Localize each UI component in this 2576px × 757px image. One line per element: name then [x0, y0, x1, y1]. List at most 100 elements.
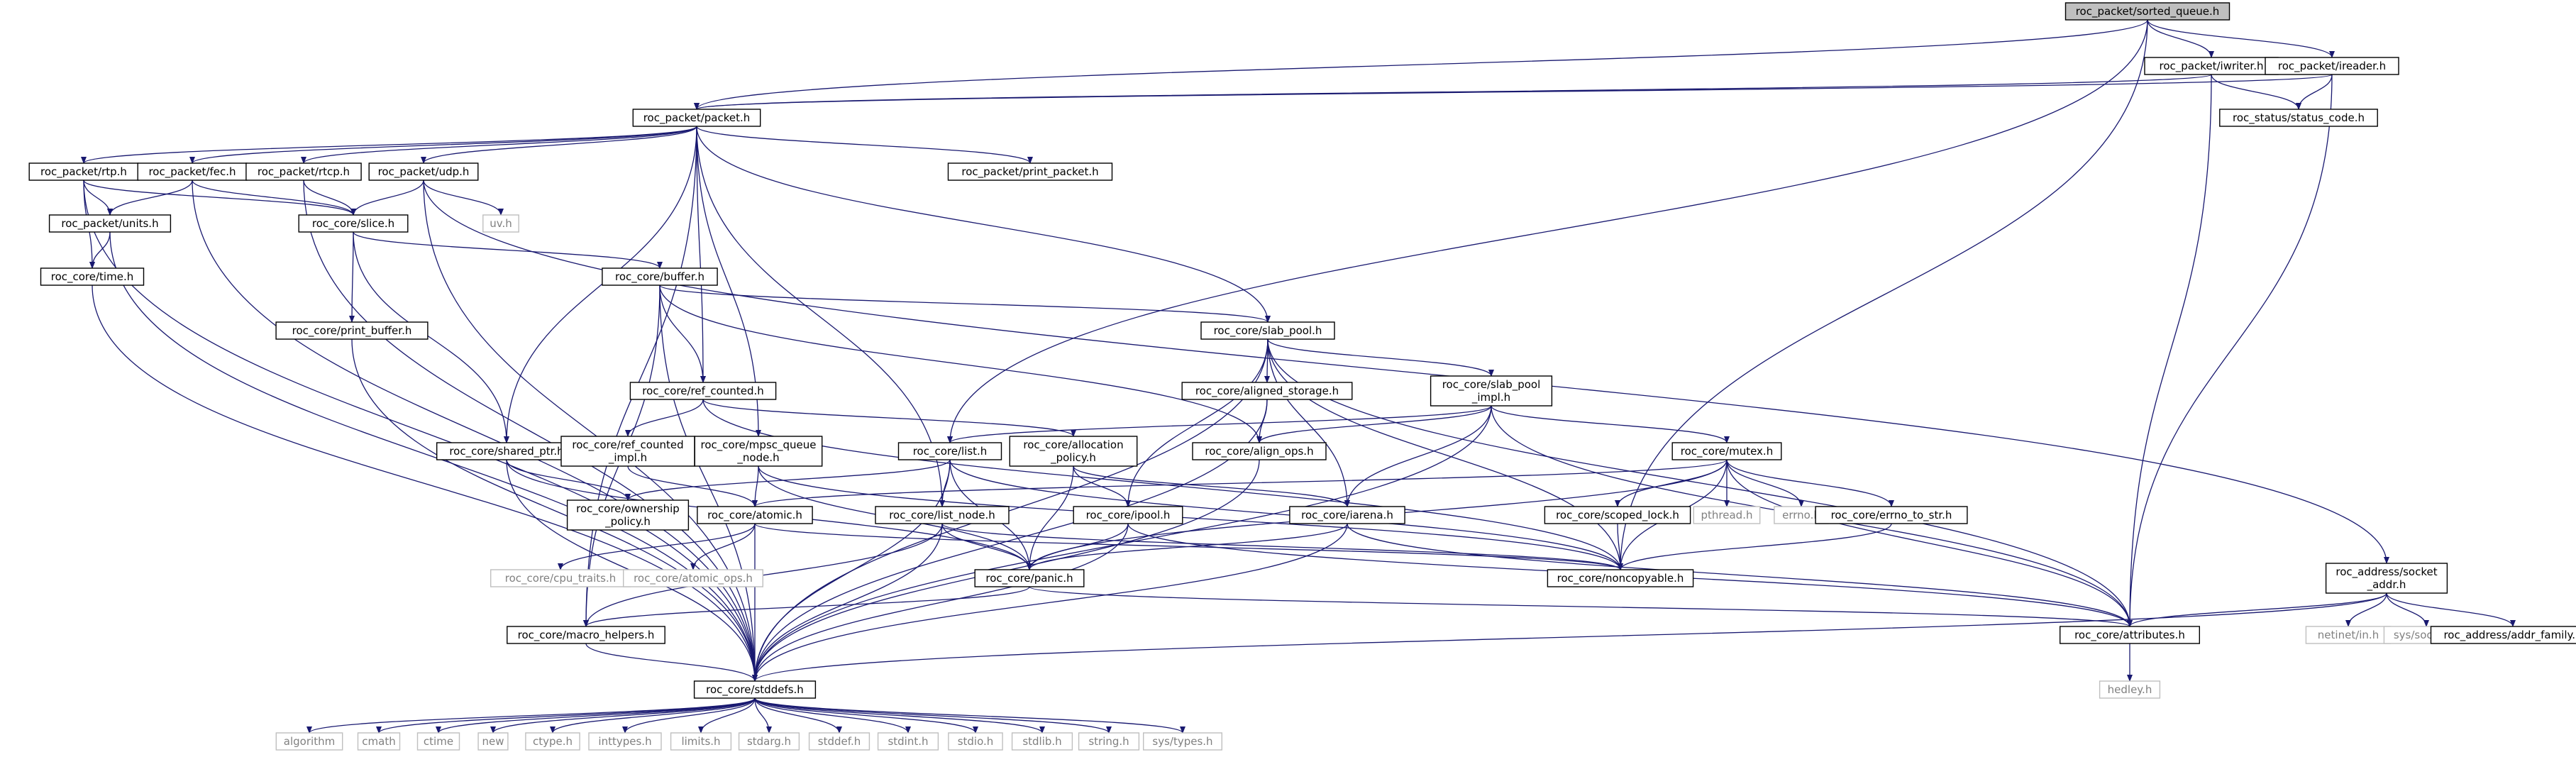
node-print-packet[interactable]: roc_packet/print_packet.h	[947, 162, 1113, 181]
node-pthread[interactable]: pthread.h	[1693, 506, 1761, 524]
node-buffer[interactable]: roc_core/buffer.h	[602, 267, 718, 286]
edge-udp-to-socket-addr	[423, 179, 2389, 564]
node-stdlib[interactable]: stdlib.h	[1011, 732, 1073, 751]
node-ownership-policy[interactable]: roc_core/ownership_policy.h	[566, 499, 690, 531]
node-label: stddef.h	[818, 735, 861, 748]
edge-slice-to-print-buffer	[349, 231, 355, 323]
edge-line	[301, 126, 697, 164]
edge-udp-to-uv	[423, 179, 504, 216]
edge-line	[625, 399, 704, 437]
edge-line	[1726, 459, 2133, 627]
node-limits[interactable]: limits.h	[670, 732, 732, 751]
node-ref-counted-impl[interactable]: roc_core/ref_counted_impl.h	[560, 436, 695, 467]
node-addr-family[interactable]: roc_address/addr_family.h	[2430, 626, 2576, 644]
node-slice[interactable]: roc_core/slice.h	[298, 214, 409, 233]
edge-slab-pool-impl-to-mutex	[1491, 405, 1730, 443]
node-mutex[interactable]: roc_core/mutex.h	[1671, 442, 1782, 460]
node-box	[623, 569, 764, 587]
node-cmath[interactable]: cmath	[357, 732, 401, 751]
node-allocation-policy[interactable]: roc_core/allocation_policy.h	[1009, 436, 1138, 467]
node-cpu-traits[interactable]: roc_core/cpu_traits.h	[490, 569, 631, 587]
node-errno-to-str[interactable]: roc_core/errno_to_str.h	[1815, 506, 1968, 524]
node-udp[interactable]: roc_packet/udp.h	[368, 162, 479, 181]
node-label: cmath	[362, 735, 395, 748]
node-sys-types[interactable]: sys/types.h	[1142, 732, 1222, 751]
node-list[interactable]: roc_core/list.h	[897, 442, 1002, 460]
node-inttypes[interactable]: inttypes.h	[588, 732, 662, 751]
node-ireader[interactable]: roc_packet/ireader.h	[2265, 57, 2399, 75]
edge-line	[941, 523, 1623, 570]
node-iwriter[interactable]: roc_packet/iwriter.h	[2144, 57, 2279, 75]
edge-line	[2147, 19, 2335, 58]
node-box	[566, 499, 690, 531]
node-algorithm[interactable]: algorithm	[275, 732, 343, 751]
edge-stddefs-to-cmath	[376, 697, 756, 734]
edge-line	[1267, 338, 1350, 507]
node-units[interactable]: roc_packet/units.h	[48, 214, 172, 233]
node-label: roc_core/noncopyable.h	[1557, 572, 1684, 585]
node-box	[482, 214, 519, 233]
node-stddefs[interactable]: roc_core/stddefs.h	[693, 680, 817, 699]
node-string[interactable]: string.h	[1078, 732, 1140, 751]
node-panic[interactable]: roc_core/panic.h	[974, 569, 1085, 587]
node-atomic[interactable]: roc_core/atomic.h	[697, 506, 813, 524]
node-stdint[interactable]: stdint.h	[877, 732, 939, 751]
node-time[interactable]: roc_core/time.h	[40, 267, 145, 286]
node-slab-pool-impl[interactable]: roc_core/slab_pool_impl.h	[1430, 375, 1553, 407]
node-stddef[interactable]: stddef.h	[808, 732, 870, 751]
node-mpsc-queue-node[interactable]: roc_core/mpsc_queue_node.h	[694, 436, 823, 467]
node-iarena[interactable]: roc_core/iarena.h	[1289, 506, 1405, 524]
node-list-node[interactable]: roc_core/list_node.h	[875, 506, 1010, 524]
node-ipool[interactable]: roc_core/ipool.h	[1073, 506, 1183, 524]
node-label: roc_core/slab_pool_impl.h	[1442, 378, 1541, 404]
edge-line	[89, 231, 111, 269]
edge-line	[690, 523, 756, 570]
node-label: roc_packet/units.h	[61, 217, 158, 231]
edge-ipool-to-stddefs	[752, 523, 1129, 682]
edge-line	[303, 179, 356, 216]
node-box	[694, 436, 823, 467]
edge-buffer-to-slab-pool	[659, 284, 1271, 323]
node-align-ops[interactable]: roc_core/align_ops.h	[1192, 442, 1327, 460]
edge-line	[306, 697, 756, 734]
node-atomic-ops[interactable]: roc_core/atomic_ops.h	[623, 569, 764, 587]
edge-mutex-to-atomic	[752, 459, 1728, 507]
node-macro-helpers[interactable]: roc_core/macro_helpers.h	[507, 626, 665, 644]
node-new[interactable]: new	[477, 732, 509, 751]
node-scoped-lock[interactable]: roc_core/scoped_lock.h	[1544, 506, 1691, 524]
node-attributes[interactable]: roc_core/attributes.h	[2059, 626, 2200, 644]
node-netinet-in[interactable]: netinet/in.h	[2305, 626, 2392, 644]
node-label: stdio.h	[958, 735, 994, 748]
edge-line	[353, 231, 663, 269]
node-label: algorithm	[284, 735, 335, 748]
node-uv[interactable]: uv.h	[482, 214, 519, 233]
edge-line	[506, 459, 631, 501]
node-socket-addr[interactable]: roc_address/socket_addr.h	[2325, 563, 2448, 594]
node-shared-ptr[interactable]: roc_core/shared_ptr.h	[436, 442, 577, 460]
node-box	[2059, 626, 2200, 644]
edge-line	[83, 179, 113, 216]
node-label: roc_core/time.h	[51, 270, 133, 284]
node-fec[interactable]: roc_packet/fec.h	[137, 162, 248, 181]
node-aligned-storage[interactable]: roc_core/aligned_storage.h	[1181, 382, 1353, 400]
node-ctype[interactable]: ctype.h	[525, 732, 580, 751]
node-label: roc_core/ipool.h	[1086, 509, 1171, 522]
node-label: roc_core/allocation_policy.h	[1023, 438, 1123, 465]
node-packet[interactable]: roc_packet/packet.h	[632, 109, 761, 127]
node-noncopyable[interactable]: roc_core/noncopyable.h	[1547, 569, 1694, 587]
node-status-code[interactable]: roc_status/status_code.h	[2219, 109, 2378, 127]
node-rtp[interactable]: roc_packet/rtp.h	[28, 162, 139, 181]
node-slab-pool[interactable]: roc_core/slab_pool.h	[1200, 321, 1335, 340]
node-ref-counted[interactable]: roc_core/ref_counted.h	[629, 382, 777, 400]
node-box	[2430, 626, 2576, 644]
edge-line	[627, 465, 758, 507]
edge-line	[436, 697, 756, 734]
node-print-buffer[interactable]: roc_core/print_buffer.h	[275, 321, 429, 340]
node-rtcp[interactable]: roc_packet/rtcp.h	[245, 162, 362, 181]
node-hedley[interactable]: hedley.h	[2099, 680, 2161, 699]
node-sorted-queue[interactable]: roc_packet/sorted_queue.h	[2064, 2, 2230, 21]
node-stdarg[interactable]: stdarg.h	[738, 732, 800, 751]
node-stdio[interactable]: stdio.h	[948, 732, 1003, 751]
node-ctime[interactable]: ctime	[416, 732, 460, 751]
node-box	[875, 506, 1010, 524]
